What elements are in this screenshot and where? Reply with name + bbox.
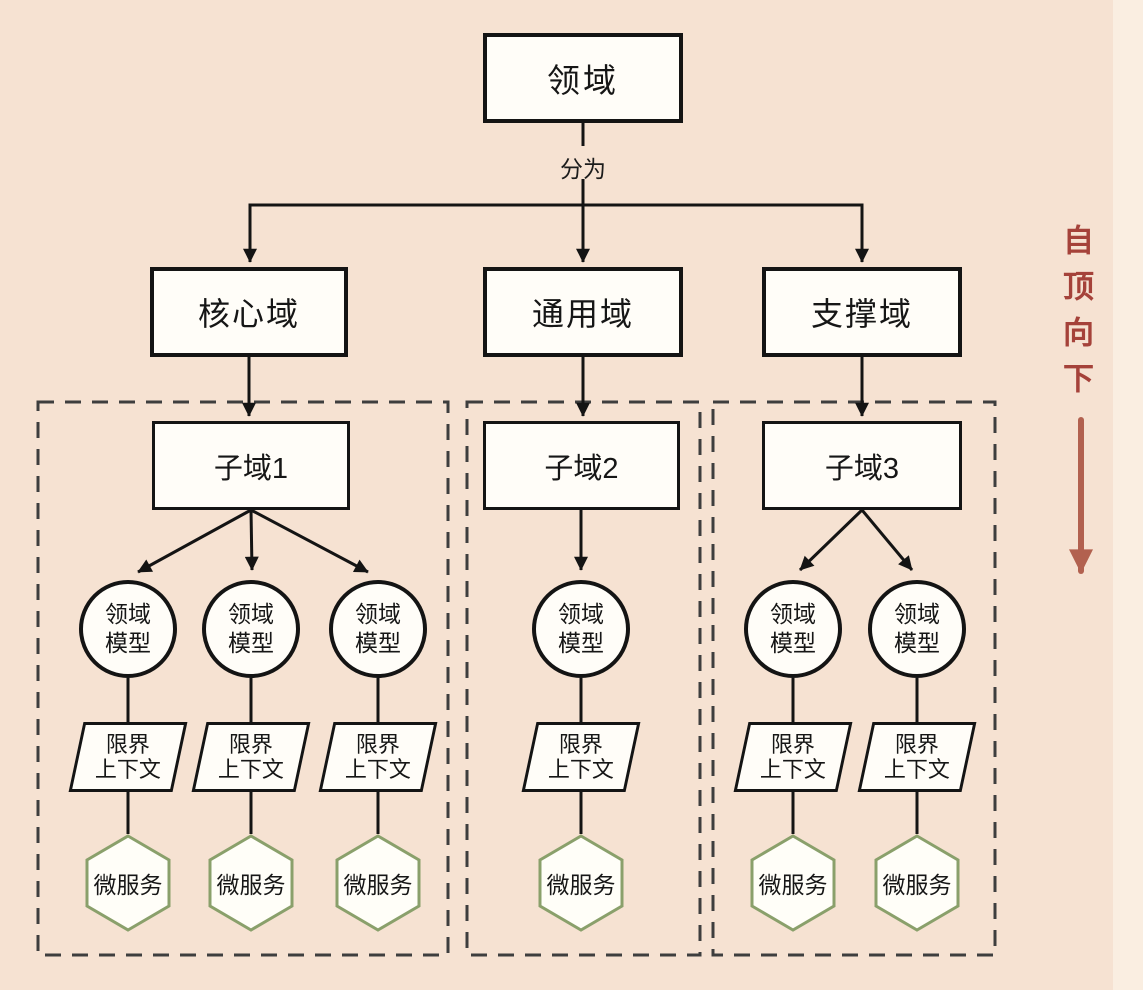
node-generic-domain-label: 通用域 [531, 296, 634, 332]
node-domain-model: 领域模型 [79, 580, 177, 678]
edge-label-split: 分为 [560, 156, 606, 182]
domain-model-label-line2: 模型 [228, 630, 274, 656]
domain-model-label-line1: 领域 [894, 601, 940, 628]
microservice-label: 微服务 [882, 872, 952, 898]
node-bounded-context: 限界上下文 [318, 722, 438, 792]
domain-model-label-line1: 领域 [355, 601, 401, 628]
domain-model-label-line1: 领域 [770, 601, 816, 628]
node-subdomain-2-label: 子域2 [544, 452, 619, 485]
microservice-label: 微服务 [343, 872, 413, 898]
node-bounded-context: 限界上下文 [191, 722, 311, 792]
node-domain-model: 领域模型 [329, 580, 427, 678]
node-domain-model: 领域模型 [202, 580, 300, 678]
node-core-domain-label: 核心域 [197, 296, 300, 332]
domain-model-label-line2: 模型 [558, 630, 604, 656]
node-microservice: 微服务 [208, 834, 294, 932]
microservice-label: 微服务 [93, 872, 163, 898]
hexagon-shape [538, 834, 624, 932]
core-domain-group-outline [36, 400, 450, 957]
node-subdomain-2: 子域2 [483, 421, 680, 510]
background-strip [1113, 0, 1143, 990]
microservice-label: 微服务 [216, 872, 286, 898]
node-domain-root-label: 领域 [547, 62, 619, 99]
bounded-context-label-line2: 上下文 [883, 757, 950, 782]
hexagon-shape [874, 834, 960, 932]
node-generic-domain: 通用域 [483, 267, 683, 357]
node-domain-model: 领域模型 [532, 580, 630, 678]
domain-model-label-line1: 领域 [558, 601, 604, 628]
microservice-label: 微服务 [546, 872, 616, 898]
hexagon-shape [85, 834, 171, 932]
edges [126, 123, 919, 834]
node-subdomain-1-label: 子域1 [213, 452, 289, 485]
bounded-context-label-line1: 限界 [228, 731, 273, 757]
node-domain-model: 领域模型 [868, 580, 966, 678]
node-subdomain-3: 子域3 [762, 421, 962, 510]
node-subdomain-1: 子域1 [152, 421, 350, 510]
bounded-context-label-line1: 限界 [105, 731, 150, 757]
bounded-context-label-line2: 上下文 [759, 757, 826, 782]
node-subdomain-3-label: 子域3 [824, 452, 900, 485]
node-domain-model: 领域模型 [744, 580, 842, 678]
bounded-context-label-line2: 上下文 [94, 757, 161, 782]
bounded-context-label-line2: 上下文 [547, 757, 614, 782]
bounded-context-label-line2: 上下文 [344, 757, 411, 782]
node-microservice: 微服务 [538, 834, 624, 932]
hexagon-shape [750, 834, 836, 932]
bounded-context-label-line1: 限界 [770, 731, 815, 757]
node-bounded-context: 限界上下文 [521, 722, 641, 792]
node-bounded-context: 限界上下文 [733, 722, 853, 792]
node-domain-root: 领域 [483, 33, 683, 123]
node-bounded-context: 限界上下文 [857, 722, 977, 792]
supporting-domain-group-outline [711, 400, 997, 957]
top-down-annotation: 自顶向下 [1058, 224, 1093, 408]
domain-model-label-line2: 模型 [770, 630, 816, 656]
node-core-domain: 核心域 [150, 267, 348, 357]
node-microservice: 微服务 [335, 834, 421, 932]
domain-model-label-line1: 领域 [228, 601, 274, 628]
node-microservice: 微服务 [750, 834, 836, 932]
node-microservice: 微服务 [874, 834, 960, 932]
hexagon-shape [208, 834, 294, 932]
domain-model-label-line2: 模型 [105, 630, 151, 656]
domain-model-label-line2: 模型 [894, 630, 940, 656]
domain-model-label-line1: 领域 [105, 601, 151, 628]
node-supporting-domain: 支撑域 [762, 267, 962, 357]
bounded-context-label-line1: 限界 [355, 731, 400, 757]
bounded-context-label-line1: 限界 [558, 731, 603, 757]
microservice-label: 微服务 [758, 872, 828, 898]
bounded-context-label-line1: 限界 [894, 731, 939, 757]
hexagon-shape [335, 834, 421, 932]
bounded-context-label-line2: 上下文 [217, 757, 284, 782]
domain-model-label-line2: 模型 [355, 630, 401, 656]
node-microservice: 微服务 [85, 834, 171, 932]
node-bounded-context: 限界上下文 [68, 722, 188, 792]
node-supporting-domain-label: 支撑域 [810, 296, 913, 332]
